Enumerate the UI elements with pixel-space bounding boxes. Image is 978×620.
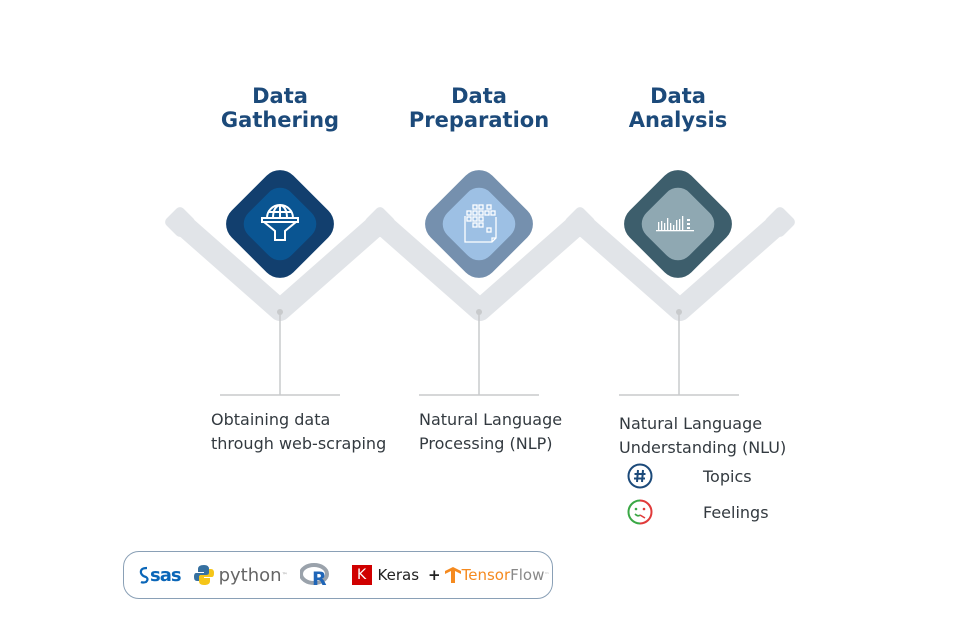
tensorflow-tm: ™ (544, 572, 550, 578)
r-logo: R (299, 563, 332, 587)
python-text: python (218, 564, 282, 586)
title-line-2: Analysis (628, 108, 728, 132)
r-text: R (312, 568, 327, 587)
step-title-preparation: Data Preparation (379, 84, 579, 132)
step-diamond-analysis (624, 170, 732, 278)
description-line-2: through web-scraping (211, 434, 387, 453)
nlu-item-label: Topics (703, 466, 752, 486)
python-tm: ™ (281, 571, 288, 579)
globe-funnel-icon (261, 203, 299, 241)
sas-swirl-icon (139, 566, 149, 584)
sas-text: sas (150, 564, 182, 586)
hashtag-circle-icon (627, 463, 653, 489)
step-description-gathering: Obtaining data through web-scraping (211, 408, 386, 456)
python-snake-icon (193, 565, 214, 585)
description-line-1: Obtaining data (211, 410, 331, 429)
keras-badge-icon: K (351, 565, 372, 585)
step-title-gathering: Data Gathering (180, 84, 380, 132)
step-description-preparation: Natural Language Processing (NLP) (419, 408, 562, 456)
title-line-2: Gathering (220, 108, 340, 132)
step-title-analysis: Data Analysis (578, 84, 778, 132)
tensor-text: Tensor (461, 566, 511, 584)
description-line-2: Processing (NLP) (419, 434, 553, 453)
bar-chart-icon (656, 216, 694, 232)
connector-3 (619, 309, 739, 396)
step-diamond-gathering (226, 170, 334, 278)
title-line-1: Data (650, 84, 706, 108)
nlu-item-label: Feelings (703, 502, 769, 522)
r-language-icon: R (299, 563, 329, 587)
title-line-2: Preparation (408, 108, 550, 132)
description-line-2: Understanding (NLU) (619, 438, 787, 457)
keras-text: Keras (377, 566, 420, 584)
zigzag-cap-mid1 (365, 207, 395, 237)
sas-logo: sas (138, 564, 182, 586)
zigzag-cap-left (165, 207, 195, 237)
zigzag-cap-mid2 (565, 207, 595, 237)
data-grid-document-icon (464, 204, 497, 243)
tensorflow-icon (444, 567, 461, 583)
title-line-1: Data (451, 84, 507, 108)
step-description-analysis: Natural Language Understanding (NLU) (619, 412, 786, 460)
connector-2 (419, 309, 539, 396)
keras-logo: K Keras (351, 565, 420, 585)
step-diamond-preparation (425, 170, 533, 278)
description-line-1: Natural Language (419, 410, 563, 429)
title-line-1: Data (252, 84, 308, 108)
flow-text: Flow (510, 566, 545, 584)
description-line-1: Natural Language (619, 414, 763, 433)
zigzag-cap-right (765, 207, 795, 237)
nlu-item-feelings: Feelings (627, 499, 769, 525)
nlu-item-topics: Topics (627, 463, 752, 489)
plus-sign: + (428, 566, 441, 584)
smiley-face-icon (627, 499, 653, 525)
connector-1 (220, 309, 340, 396)
